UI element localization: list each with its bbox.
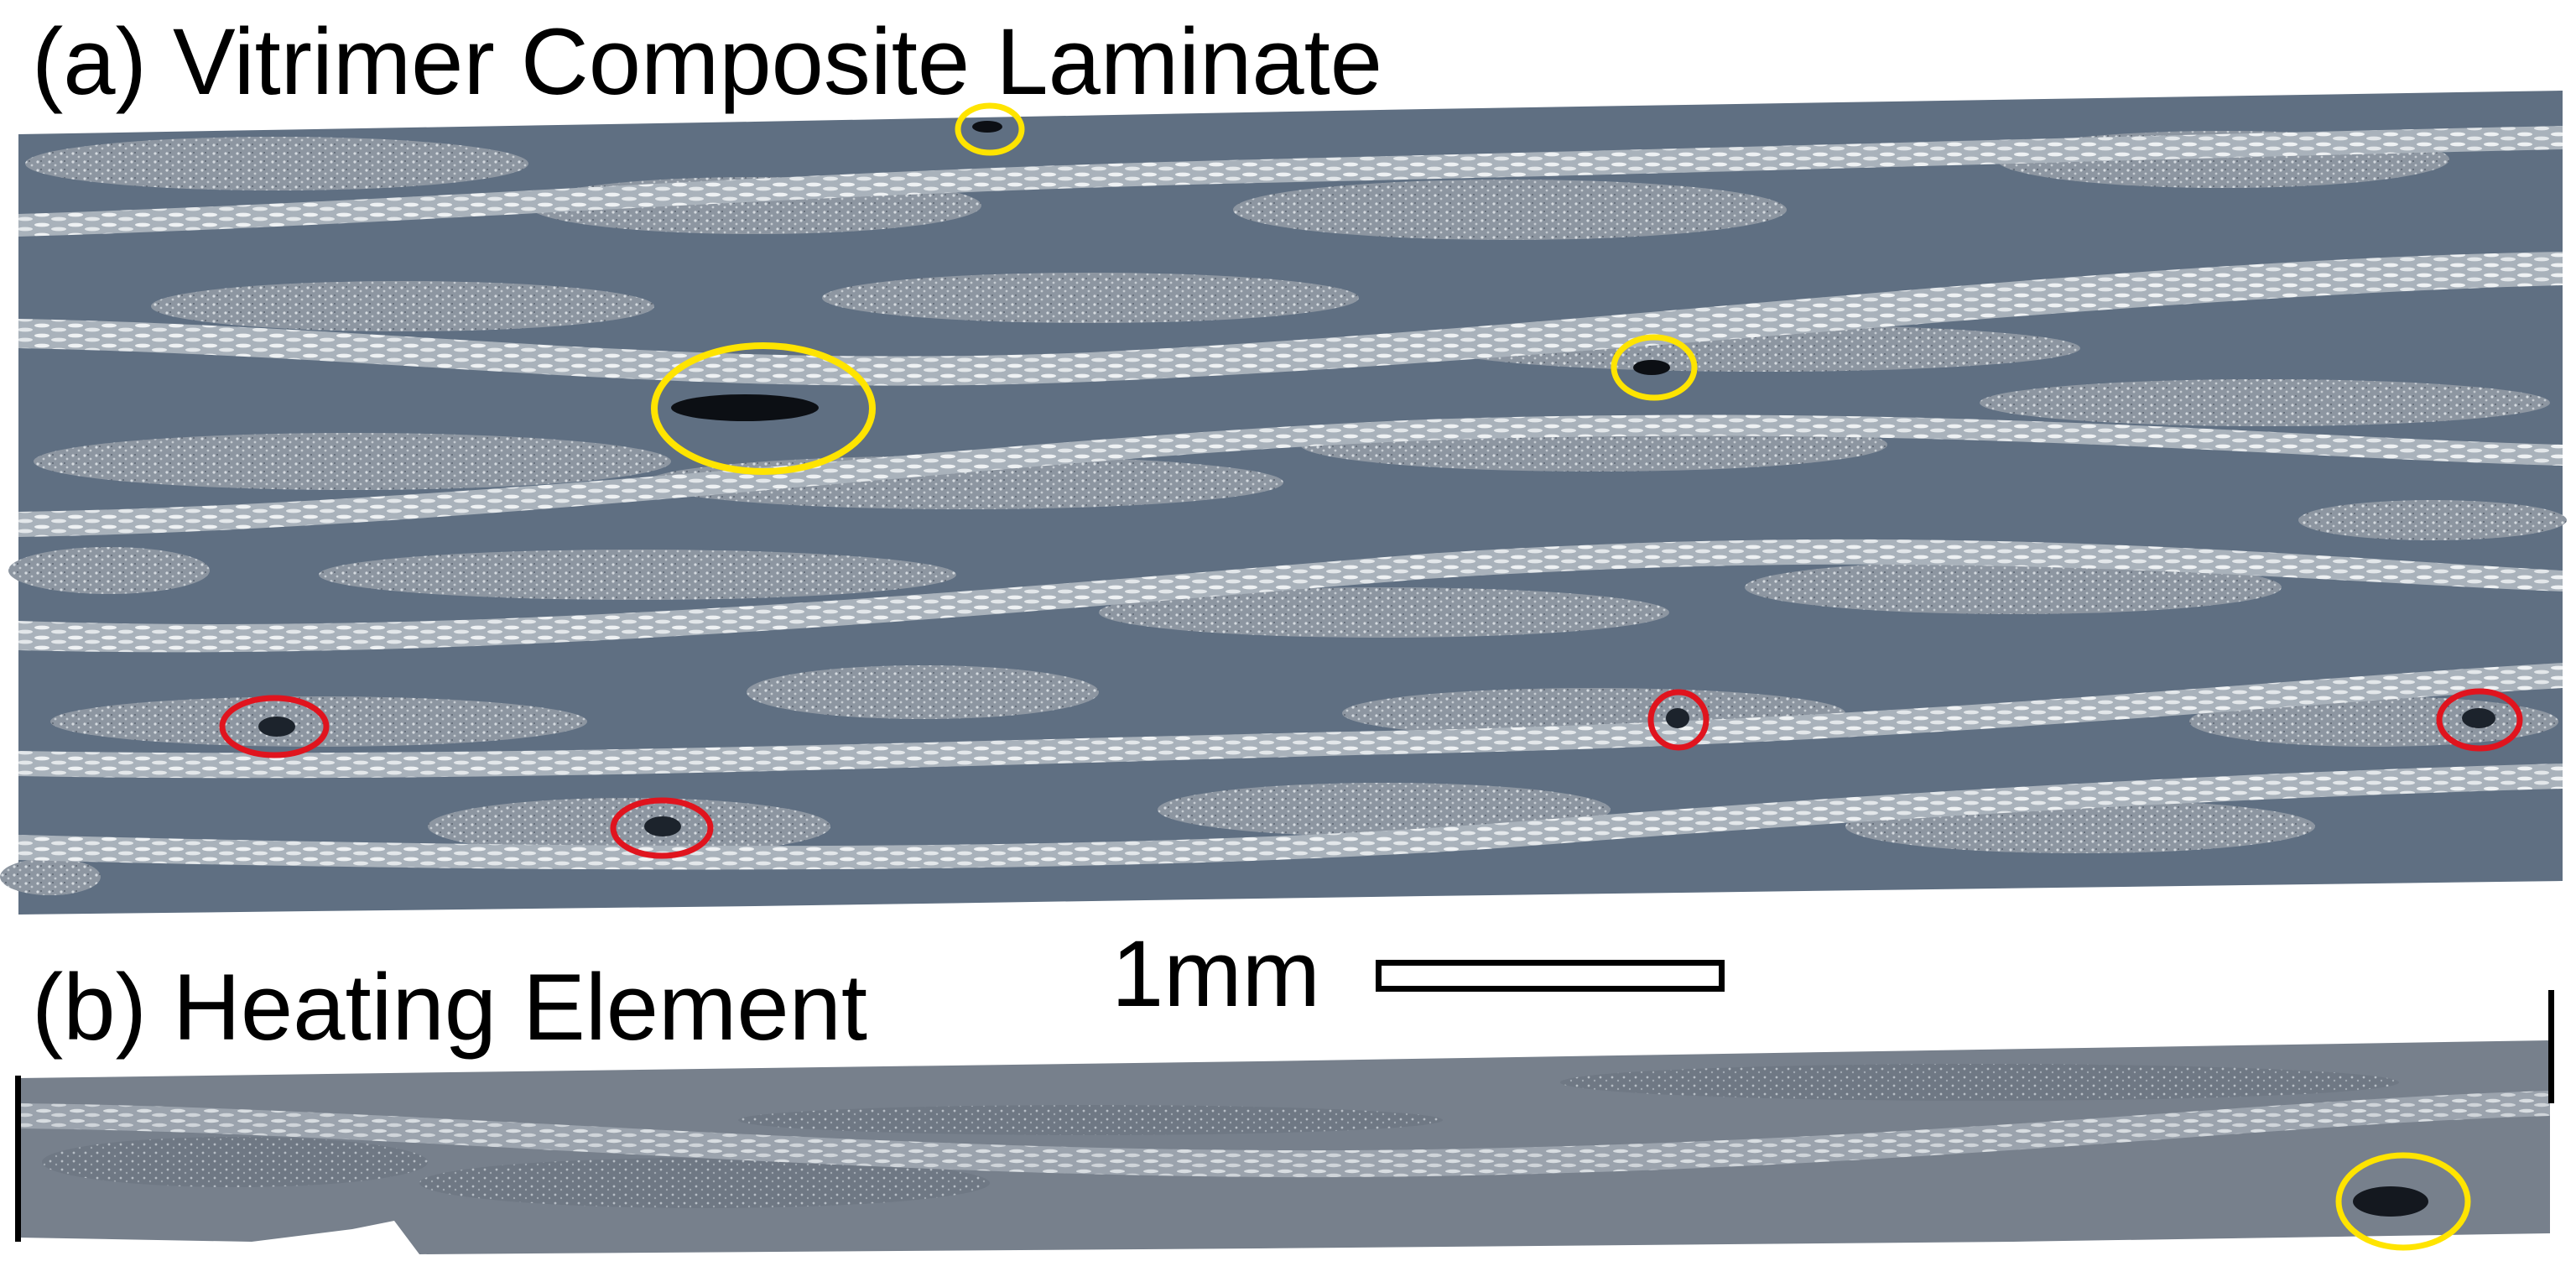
- defect-spot: [258, 717, 295, 737]
- transverse-tow: [50, 696, 587, 747]
- transverse-tow: [1158, 783, 1611, 836]
- void-marker-yellow: [2335, 1152, 2471, 1251]
- void: [671, 394, 819, 421]
- void-marker-yellow: [651, 342, 876, 475]
- defect-marker-red: [610, 797, 714, 859]
- void: [972, 121, 1002, 133]
- panel-b-label: (b) Heating Element: [32, 955, 868, 1060]
- transverse-tow: [747, 665, 1099, 719]
- transverse-tow: [8, 547, 210, 594]
- longitudinal-fiber-band: [18, 126, 2563, 237]
- panel-a-micrograph: [0, 91, 2567, 915]
- transverse-tow: [42, 1137, 428, 1187]
- void: [2353, 1186, 2428, 1217]
- longitudinal-fiber-band: [18, 252, 2563, 386]
- transverse-tow: [2298, 500, 2567, 540]
- void-marker-yellow: [1611, 334, 1698, 401]
- transverse-tow: [822, 273, 1359, 323]
- transverse-tow: [419, 1158, 990, 1208]
- longitudinal-fiber-band: [18, 763, 2563, 870]
- longitudinal-fiber-band: [18, 539, 2563, 653]
- transverse-tow: [738, 1105, 1443, 1135]
- longitudinal-fiber-band: [18, 414, 2563, 537]
- panel-b-left-edge-line: [15, 1076, 21, 1242]
- defect-marker-red: [2436, 688, 2523, 752]
- transverse-tow: [25, 137, 528, 190]
- longitudinal-fiber-band: [18, 663, 2563, 779]
- panel-b-micrograph: [15, 990, 2554, 1254]
- scale-bar: [1376, 960, 1725, 992]
- transverse-tow: [34, 433, 671, 490]
- defect-spot: [644, 816, 681, 836]
- longitudinal-fiber-band: [18, 1091, 2550, 1178]
- transverse-tow: [428, 798, 830, 855]
- transverse-tow: [1745, 560, 2282, 614]
- defect-marker-red: [219, 695, 330, 758]
- panel-b-right-edge-line: [2548, 990, 2554, 1103]
- void-marker-yellow: [955, 102, 1025, 156]
- scale-bar-label: 1mm: [1111, 921, 1320, 1026]
- transverse-tow: [0, 858, 101, 895]
- transverse-tow: [1099, 587, 1669, 638]
- transverse-tow: [151, 281, 654, 331]
- transverse-tow: [2189, 696, 2558, 747]
- transverse-tow: [1233, 180, 1787, 240]
- panel-a-label: (a) Vitrimer Composite Laminate: [32, 9, 1383, 114]
- defect-spot: [1666, 708, 1689, 728]
- transverse-tow: [1560, 1064, 2399, 1101]
- defect-spot: [2462, 708, 2495, 728]
- transverse-tow: [319, 550, 956, 600]
- defect-marker-red: [1647, 689, 1710, 751]
- transverse-tow: [1980, 379, 2550, 426]
- void: [1633, 360, 1670, 375]
